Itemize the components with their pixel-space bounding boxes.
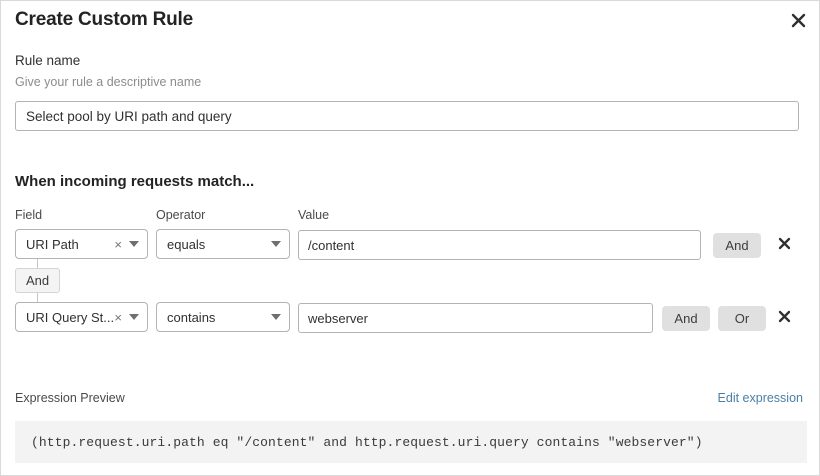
chevron-down-icon-row-1 [129,241,139,247]
rule-name-input[interactable] [15,101,799,131]
operator-select-row-2[interactable]: contains [156,302,290,332]
column-header-field: Field [15,208,43,222]
field-clear-icon-row-1[interactable]: × [114,236,122,252]
operator-select-value-row-1: equals [167,236,206,252]
match-section-title: When incoming requests match... [15,173,255,190]
connector-line-top [37,259,38,268]
row-connector-and-chip[interactable]: And [15,268,61,293]
and-button-row-2[interactable]: And [662,306,710,331]
value-input-row-2[interactable] [298,303,653,333]
field-clear-icon-row-2[interactable]: × [114,309,122,325]
expression-preview-label: Expression Preview [15,391,125,405]
close-icon [791,13,806,28]
close-dialog-button[interactable] [785,7,811,33]
column-header-operator: Operator [156,208,206,222]
field-select-row-2[interactable]: URI Query St... × [15,302,148,332]
delete-row-button-row-2[interactable] [773,307,795,329]
operator-select-value-row-2: contains [167,309,216,325]
close-icon [778,237,791,253]
expression-preview-box: (http.request.uri.path eq "/content" and… [15,421,807,463]
chevron-down-icon-row-2 [129,314,139,320]
close-icon [778,310,791,326]
operator-chevron-down-icon-row-1 [271,241,281,247]
operator-chevron-down-icon-row-2 [271,314,281,320]
delete-row-button-row-1[interactable] [773,234,795,256]
field-select-value-row-1: URI Path [26,236,79,252]
and-button-row-1[interactable]: And [713,233,761,258]
dialog-title: Create Custom Rule [15,9,193,30]
expression-preview-code: (http.request.uri.path eq "/content" and… [31,434,703,450]
connector-line-bottom [37,293,38,303]
value-input-row-1[interactable] [298,230,701,260]
column-header-value: Value [298,208,330,222]
field-select-value-row-2: URI Query St... [26,309,115,325]
operator-select-row-1[interactable]: equals [156,229,290,259]
rule-name-label: Rule name [15,53,81,68]
rule-name-help-text: Give your rule a descriptive name [15,75,202,89]
edit-expression-link[interactable]: Edit expression [717,391,803,405]
field-select-row-1[interactable]: URI Path × [15,229,148,259]
or-button-row-2[interactable]: Or [718,306,766,331]
